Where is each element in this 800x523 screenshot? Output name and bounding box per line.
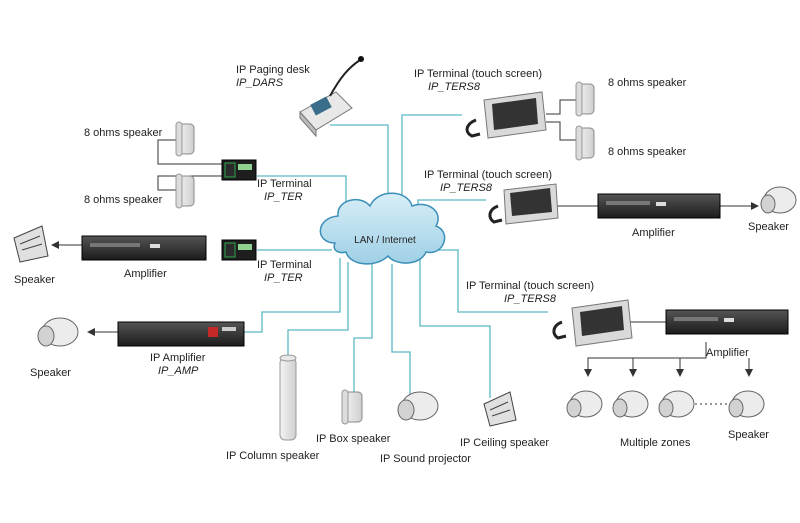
speaker-zones-label: Speaker — [728, 429, 769, 441]
box-speaker-icon — [341, 389, 363, 425]
box-speaker-label: IP Box speaker — [316, 433, 391, 445]
ceiling-speaker-label: IP Ceiling speaker — [460, 437, 550, 449]
ip-terminal-icon-1 — [221, 159, 257, 181]
ip-terminal-2-name: IP Terminal — [257, 259, 312, 271]
speaker-left-label: Speaker — [14, 274, 55, 286]
speaker-ipamp-icon — [37, 317, 79, 347]
amplifier-right-2-icon — [665, 309, 789, 335]
paging-desk-model: IP_DARS — [236, 77, 284, 89]
network-links — [244, 114, 548, 398]
ip-terminal-icon-2 — [221, 239, 257, 261]
link-ceiling — [419, 258, 491, 398]
speaker-ipamp-label: Speaker — [30, 367, 71, 379]
amplifier-left-icon — [81, 235, 207, 261]
zone-speaker-icon-3 — [658, 390, 695, 418]
ip-amp-model: IP_AMP — [158, 365, 199, 377]
zone-speaker-icon-4 — [728, 390, 765, 418]
ters8-icon-2 — [488, 183, 559, 225]
ohms-speaker-label-4: 8 ohms speaker — [608, 146, 687, 158]
ohms-speaker-icon-2 — [175, 173, 195, 209]
speaker-right-1-label: Speaker — [748, 221, 789, 233]
amplifier-left-label: Amplifier — [124, 268, 167, 280]
link-box — [353, 264, 373, 392]
link-projector — [391, 264, 411, 395]
multiple-zones-label: Multiple zones — [620, 437, 691, 449]
speaker-left-icon — [13, 225, 49, 263]
ohms-speaker-icon-3 — [575, 81, 595, 117]
zone-speaker-icon-2 — [612, 390, 649, 418]
link-ters8-top — [401, 114, 462, 200]
sound-projector-icon — [397, 391, 439, 421]
ceiling-speaker-icon — [483, 391, 517, 427]
zone-speaker-icon-1 — [566, 390, 603, 418]
ters8-3-model: IP_TERS8 — [504, 293, 556, 305]
link-ters8-bottom — [430, 249, 548, 313]
ters8-1-name: IP Terminal (touch screen) — [414, 68, 542, 80]
ters8-icon-3 — [552, 299, 633, 347]
ters8-1-model: IP_TERS8 — [428, 81, 480, 93]
ip-terminal-1-name: IP Terminal — [257, 178, 312, 190]
link-column — [287, 262, 349, 360]
column-speaker-label: IP Column speaker — [226, 450, 320, 462]
amplifier-right-1-icon — [597, 193, 721, 219]
amplifier-right-1-label: Amplifier — [632, 227, 675, 239]
ohms-speaker-label-3: 8 ohms speaker — [608, 77, 687, 89]
ohms-speaker-label-2: 8 ohms speaker — [84, 194, 163, 206]
ip-amp-name: IP Amplifier — [150, 352, 206, 364]
link-paging-desk — [330, 124, 389, 200]
ip-amplifier-icon — [117, 321, 245, 347]
ters8-icon-1 — [465, 91, 547, 139]
ohms-speaker-label-1: 8 ohms speaker — [84, 127, 163, 139]
cloud-label: LAN / Internet — [354, 235, 416, 246]
column-speaker-icon — [279, 354, 297, 441]
amplifier-right-2-label: Amplifier — [706, 347, 749, 359]
cloud — [319, 192, 446, 265]
ohms-speaker-icon-1 — [175, 121, 195, 157]
speaker-right-1-icon — [760, 186, 797, 214]
ohms-speaker-icon-4 — [575, 125, 595, 161]
link-ip-amp — [244, 258, 341, 333]
paging-desk-name: IP Paging desk — [236, 64, 310, 76]
paging-desk-icon — [299, 56, 364, 138]
ters8-2-model: IP_TERS8 — [440, 182, 492, 194]
ters8-3-name: IP Terminal (touch screen) — [466, 280, 594, 292]
sound-projector-label: IP Sound projector — [380, 453, 471, 465]
ters8-2-name: IP Terminal (touch screen) — [424, 169, 552, 181]
ip-terminal-1-model: IP_TER — [264, 191, 303, 203]
ip-terminal-2-model: IP_TER — [264, 272, 303, 284]
